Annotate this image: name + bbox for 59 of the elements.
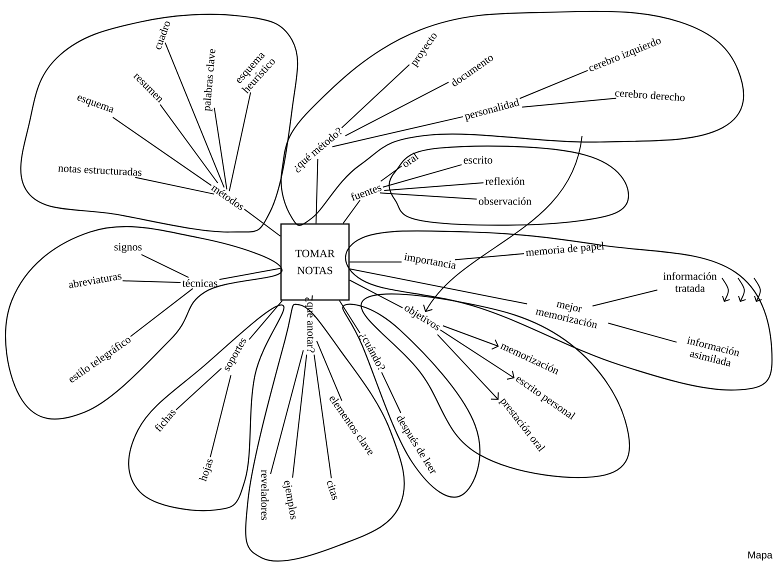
connector-line [292, 354, 308, 478]
connector-line [384, 182, 484, 192]
connector-line [344, 82, 450, 136]
connector-line [332, 116, 464, 148]
branch-label: memoria de papel [526, 242, 604, 256]
connector-line [342, 200, 361, 224]
branch-label: importancia [404, 252, 456, 269]
connector-line [522, 98, 617, 108]
connector-line [176, 368, 222, 410]
branch-label: reflexión [485, 177, 525, 185]
branch-label: notas estructuradas [58, 166, 142, 176]
connector-line [381, 372, 402, 414]
branch-label: escrito [464, 156, 492, 164]
connector-line [160, 104, 218, 184]
branch-label: palabras clave [203, 49, 216, 112]
connector-line [214, 107, 228, 190]
connector-line [228, 92, 252, 192]
branch-label: abreviaturas [69, 274, 122, 288]
branch-label: reveladores [261, 470, 269, 520]
connector-line [311, 294, 313, 302]
connector-line [454, 253, 525, 260]
branch-label: oral [403, 152, 419, 167]
connector-line [436, 334, 499, 400]
connector-line [314, 354, 332, 479]
connector-line [316, 340, 342, 402]
branch-label: ejemplos [282, 480, 296, 520]
connector-line [592, 290, 658, 306]
connector-line [379, 192, 478, 200]
connector-line [380, 166, 402, 182]
connector-line [519, 70, 588, 99]
connector-line [140, 254, 190, 278]
branch-label: esquema [77, 96, 114, 113]
branch-label: información tratada [663, 272, 717, 292]
branch-label: cuadro [156, 22, 170, 50]
connector-line [164, 42, 225, 188]
connector-line [341, 64, 410, 128]
connector-line [349, 268, 528, 304]
connector-line [270, 350, 304, 474]
branch-label: técnicas [182, 279, 218, 287]
connector-line [608, 322, 678, 343]
branch-label: hojas [198, 458, 213, 482]
connector-line [349, 280, 404, 308]
branch-label: cerebro derecho [615, 90, 685, 102]
connector-line [423, 136, 582, 312]
connector-line [122, 280, 182, 283]
connector-line [382, 164, 462, 188]
connector-line [134, 176, 215, 195]
connector-line [316, 158, 318, 224]
connector-line [442, 325, 499, 350]
connector-line [210, 374, 232, 458]
caption-text: Mapa [748, 552, 772, 560]
connector-line [244, 208, 281, 237]
connector-line [440, 329, 514, 380]
connector-line [130, 288, 194, 337]
branch-label: observación [478, 197, 532, 205]
connector-line [112, 116, 212, 186]
branch-label: fuentes [351, 186, 382, 201]
branch-label: citas [327, 480, 338, 500]
branch-label: signos [114, 243, 142, 253]
